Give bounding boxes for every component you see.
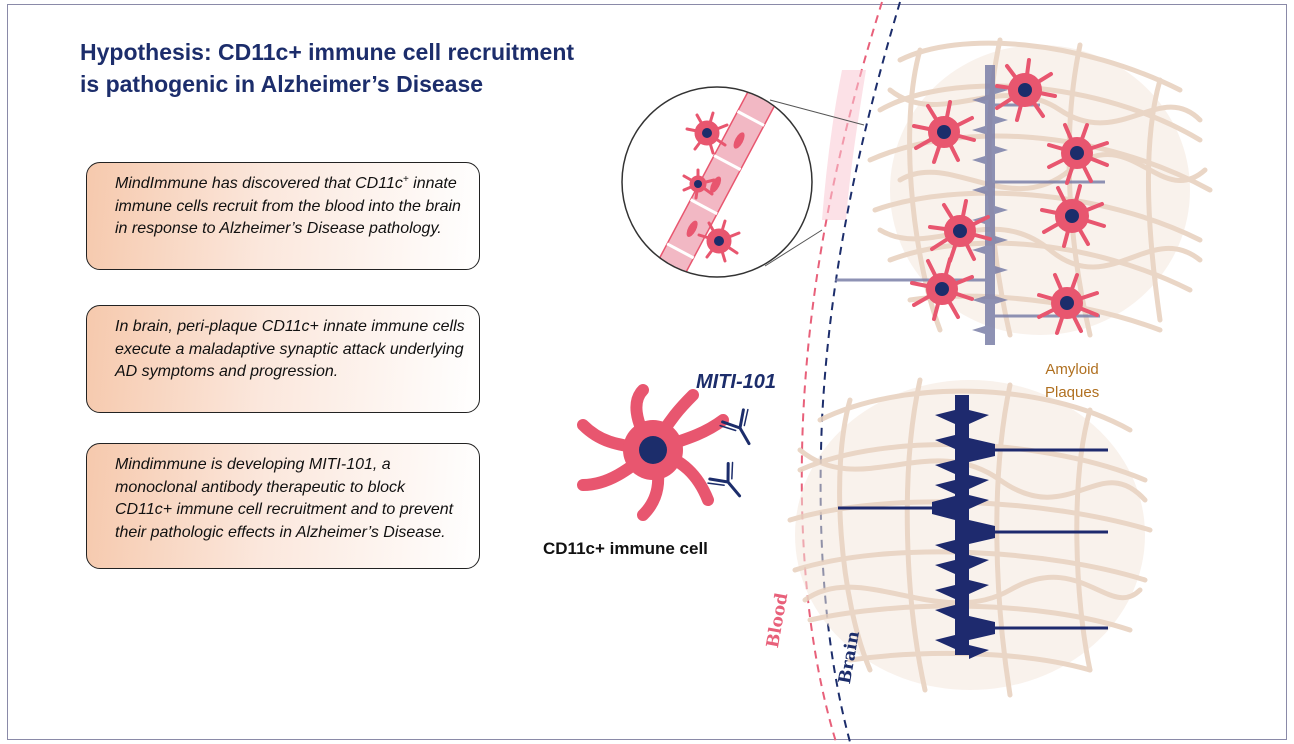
info-box-discovery-text: MindImmune has discovered that CD11c+ in… [115,173,465,241]
info-box-discovery: MindImmune has discovered that CD11c+ in… [86,162,480,270]
info-box-synaptic-attack: In brain, peri-plaque CD11c+ innate immu… [86,305,480,413]
info-box-synaptic-attack-text: In brain, peri-plaque CD11c+ innate immu… [115,318,465,380]
discovery-text-part2: innate immune cells recruit from the blo… [115,175,461,237]
info-box-miti-101-text: Mindimmune is developing MITI-101, a mon… [115,456,454,541]
amyloid-plaque-lower [787,377,1153,698]
antibody-icon-lower [707,461,742,498]
discovery-text-part1: MindImmune has discovered that CD11c [115,175,403,192]
title-line-2: is pathogenic in Alzheimer’s Disease [80,71,484,97]
vessel-highlight [822,70,866,220]
antibody-label: MITI-101 [696,371,777,393]
cd11c-immune-cell-illustration [577,384,729,521]
zoom-circle [621,86,813,278]
immune-cell-label: CD11c+ immune cell [543,539,708,558]
amyloid-label-line-1: Amyloid [1045,361,1099,378]
superscript-plus: + [402,174,409,185]
info-box-miti-101: Mindimmune is developing MITI-101, a mon… [86,443,480,569]
plaque-immune-cells [910,58,1109,335]
neuron-healthy [838,395,1108,659]
title-line-1: Hypothesis: CD11c+ immune cell recruitme… [80,39,575,65]
amyloid-label-line-2: Plaques [1045,384,1100,401]
slide-frame [7,4,1287,740]
zoom-line-top [769,99,865,126]
antibody-icon-upper [719,408,751,446]
page-title: Hypothesis: CD11c+ immune cell recruitme… [80,36,574,100]
amyloid-plaques-label: Amyloid Plaques [1045,358,1099,404]
zoom-line-bottom [764,229,823,267]
